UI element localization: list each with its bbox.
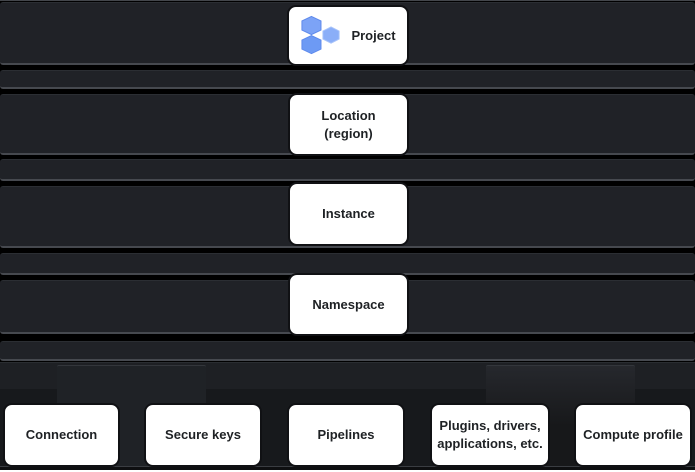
band-connector-4 <box>0 341 695 361</box>
band-connector-3 <box>0 253 695 275</box>
node-namespace-label: Namespace <box>312 296 385 312</box>
node-namespace: Namespace <box>288 273 409 336</box>
node-secure-keys: Secure keys <box>144 403 262 467</box>
node-project-label: Project <box>351 27 396 43</box>
node-connection-label: Connection <box>25 427 98 442</box>
node-location-label-line1: Location <box>321 107 376 123</box>
top-hairline <box>0 0 695 1</box>
node-location-label-line2: (region) <box>324 125 373 141</box>
node-instance-label: Instance <box>322 206 375 221</box>
node-plugins-label-line2: applications, etc. <box>437 436 543 451</box>
bottom-white-strip <box>0 470 695 472</box>
node-connection: Connection <box>3 403 120 467</box>
hexagon-cluster-icon <box>301 15 341 54</box>
node-compute-profile-label: Compute profile <box>583 427 683 442</box>
node-pipelines: Pipelines <box>287 403 405 467</box>
node-instance: Instance <box>288 182 409 246</box>
band-connector-1 <box>0 70 695 89</box>
node-location: Location (region) <box>288 93 409 156</box>
node-pipelines-label: Pipelines <box>317 427 375 442</box>
node-compute-profile: Compute profile <box>574 403 692 467</box>
node-secure-keys-label: Secure keys <box>165 427 241 442</box>
node-plugins-label-line1: Plugins, drivers, <box>439 418 541 433</box>
node-project: Project <box>287 5 409 66</box>
band-connector-2 <box>0 159 695 181</box>
node-plugins: Plugins, drivers, applications, etc. <box>430 403 550 467</box>
